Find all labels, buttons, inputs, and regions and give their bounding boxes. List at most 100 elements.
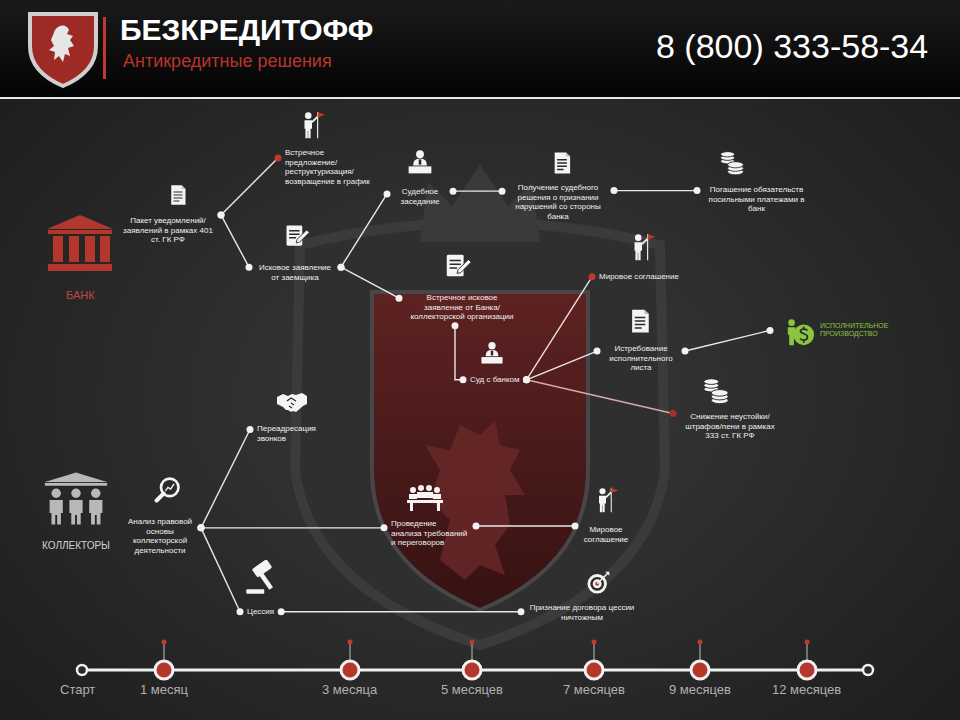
label-slot: 9 месяцев xyxy=(669,683,731,698)
timeline xyxy=(155,661,816,679)
label-slot: 5 месяцев xyxy=(441,683,503,698)
connector-dot xyxy=(611,187,618,194)
connector xyxy=(281,611,521,612)
header-bar xyxy=(0,97,960,99)
node-text: Истребование исполнительного листа xyxy=(604,344,678,373)
group-label: БАНК xyxy=(59,285,102,306)
connector-dot xyxy=(473,523,480,530)
connector-dot xyxy=(246,264,253,271)
step-icon xyxy=(157,479,179,501)
connector-dot xyxy=(682,348,689,355)
connector-dot xyxy=(694,187,701,194)
connector-dot xyxy=(518,608,525,615)
group-label: КОЛЛЕКТОРЫ xyxy=(35,536,117,556)
timeline xyxy=(700,644,701,660)
step-icon xyxy=(599,488,618,513)
connector xyxy=(201,430,250,528)
node-text: Анализ правовой основы коллекторской дея… xyxy=(126,517,194,555)
step-icon xyxy=(481,342,502,364)
connector xyxy=(201,528,240,612)
node-text: Суд с банком xyxy=(470,375,519,385)
step-node: Встречное предложение/ реструктуризация/… xyxy=(278,144,384,190)
step-node: Пакет уведомлений/ заявлений в рамках 40… xyxy=(115,212,221,249)
step-node: Истребование исполнительного листа xyxy=(597,340,685,377)
step-node: Признание договора цессии ничтожным xyxy=(521,599,643,626)
timeline xyxy=(691,661,709,679)
header-bar xyxy=(0,0,960,99)
timeline-label: 1 месяц xyxy=(140,683,188,698)
connector xyxy=(455,326,463,380)
connector-dot xyxy=(523,376,530,383)
timeline xyxy=(164,644,807,660)
timeline xyxy=(585,661,603,679)
timeline xyxy=(463,661,481,679)
node-text: БАНК xyxy=(66,289,95,302)
connector-dot xyxy=(338,264,345,271)
node-text: Мировое соглашение xyxy=(599,272,679,282)
connector xyxy=(526,277,592,380)
timeline xyxy=(594,644,595,660)
step-node: Проведение анализа требований и перегово… xyxy=(384,515,476,552)
node-text: Снижение неустойки/штрафов/пени в рамках… xyxy=(680,412,780,441)
connector xyxy=(221,158,278,215)
timeline xyxy=(807,644,808,660)
connector xyxy=(685,330,770,351)
label-slot: 1 месяц xyxy=(140,683,188,698)
step-icon xyxy=(587,572,609,594)
label-slot: Антикредитные решения xyxy=(123,51,332,72)
step-node: Получение судебного решения о признании … xyxy=(502,179,614,225)
label-slot: 12 месяцев xyxy=(772,683,841,698)
timeline xyxy=(77,665,87,675)
connector xyxy=(341,267,399,298)
connector-dot xyxy=(572,523,579,530)
timeline-label: 5 месяцев xyxy=(441,683,503,698)
connector-dot xyxy=(670,410,677,417)
timeline xyxy=(155,661,173,679)
timeline xyxy=(162,640,167,645)
watermark-crest xyxy=(295,223,665,646)
step-node: Мировое соглашение xyxy=(592,268,686,286)
step-icon xyxy=(246,559,273,594)
node-text: Пакет уведомлений/ заявлений в рамках 40… xyxy=(122,216,214,245)
timeline xyxy=(798,661,816,679)
connector xyxy=(221,215,249,267)
connector-dot xyxy=(384,190,391,197)
phone-number: 8 (800) 333-58-34 xyxy=(656,27,928,66)
bank-icon xyxy=(47,215,113,271)
timeline xyxy=(162,640,810,645)
label-slot: 7 месяцев xyxy=(563,683,625,698)
step-icon xyxy=(721,152,744,175)
step-icon xyxy=(305,112,326,138)
connector-dot xyxy=(381,524,388,531)
connector-dot xyxy=(338,264,345,271)
timeline-label: 9 месяцев xyxy=(669,683,731,698)
timeline xyxy=(348,640,353,645)
node-text: Мировое соглашение xyxy=(582,525,630,544)
step-icon xyxy=(277,393,307,412)
connector-dot xyxy=(396,295,403,302)
label-slot: 8 (800) 333-58-34 xyxy=(656,27,928,66)
watermark-crest xyxy=(295,165,665,645)
connector xyxy=(526,380,673,414)
step-icon xyxy=(157,112,814,594)
step-node: Суд с банком xyxy=(463,371,526,389)
timeline xyxy=(164,644,165,660)
watermark-crest xyxy=(372,292,588,610)
timeline xyxy=(350,644,351,660)
timeline xyxy=(592,640,597,645)
step-node: Цессия xyxy=(240,603,281,621)
connector xyxy=(453,190,502,191)
connector-dot xyxy=(594,348,601,355)
header-bar xyxy=(0,0,960,97)
node-text: ИСПОЛНИТЕЛЬНОЕ ПРОИЗВОДСТВО xyxy=(820,322,903,339)
label-slot: БЕЗКРЕДИТОФФ xyxy=(120,13,373,48)
step-icon xyxy=(632,310,649,333)
connector-dot xyxy=(523,376,530,383)
timeline xyxy=(77,640,873,680)
timeline xyxy=(470,640,475,645)
timeline xyxy=(472,644,473,660)
step-node: Переадресация звонков xyxy=(250,420,326,447)
step-icon xyxy=(171,185,185,205)
step-icon xyxy=(704,379,728,404)
